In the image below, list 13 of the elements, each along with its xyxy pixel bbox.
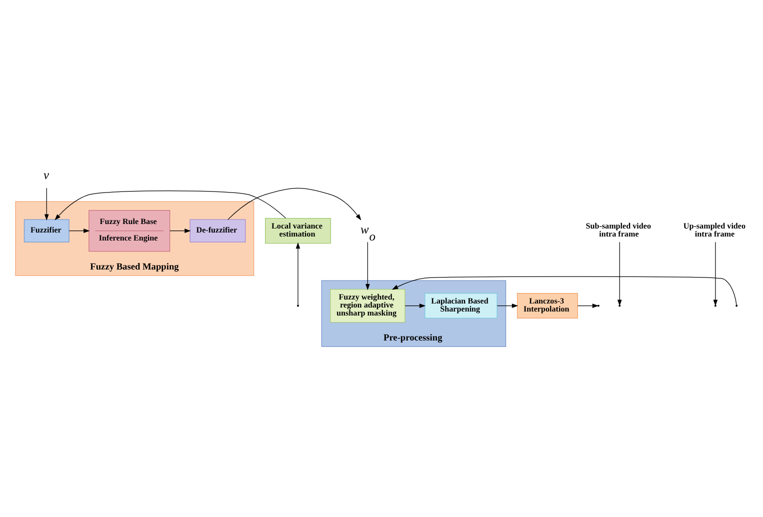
- arrow: [228, 188, 362, 220]
- arrow: [170, 228, 191, 233]
- arrow: [404, 304, 426, 308]
- arrow: [44, 188, 49, 220]
- arrow: [296, 242, 300, 306]
- arrow: [392, 276, 737, 306]
- arrow: [577, 304, 599, 308]
- arrow: [713, 242, 718, 306]
- node-text: v: [44, 168, 50, 182]
- arrow: [496, 304, 518, 308]
- arrow: [365, 242, 370, 290]
- arrow: [68, 228, 90, 233]
- arrow: [54, 190, 286, 220]
